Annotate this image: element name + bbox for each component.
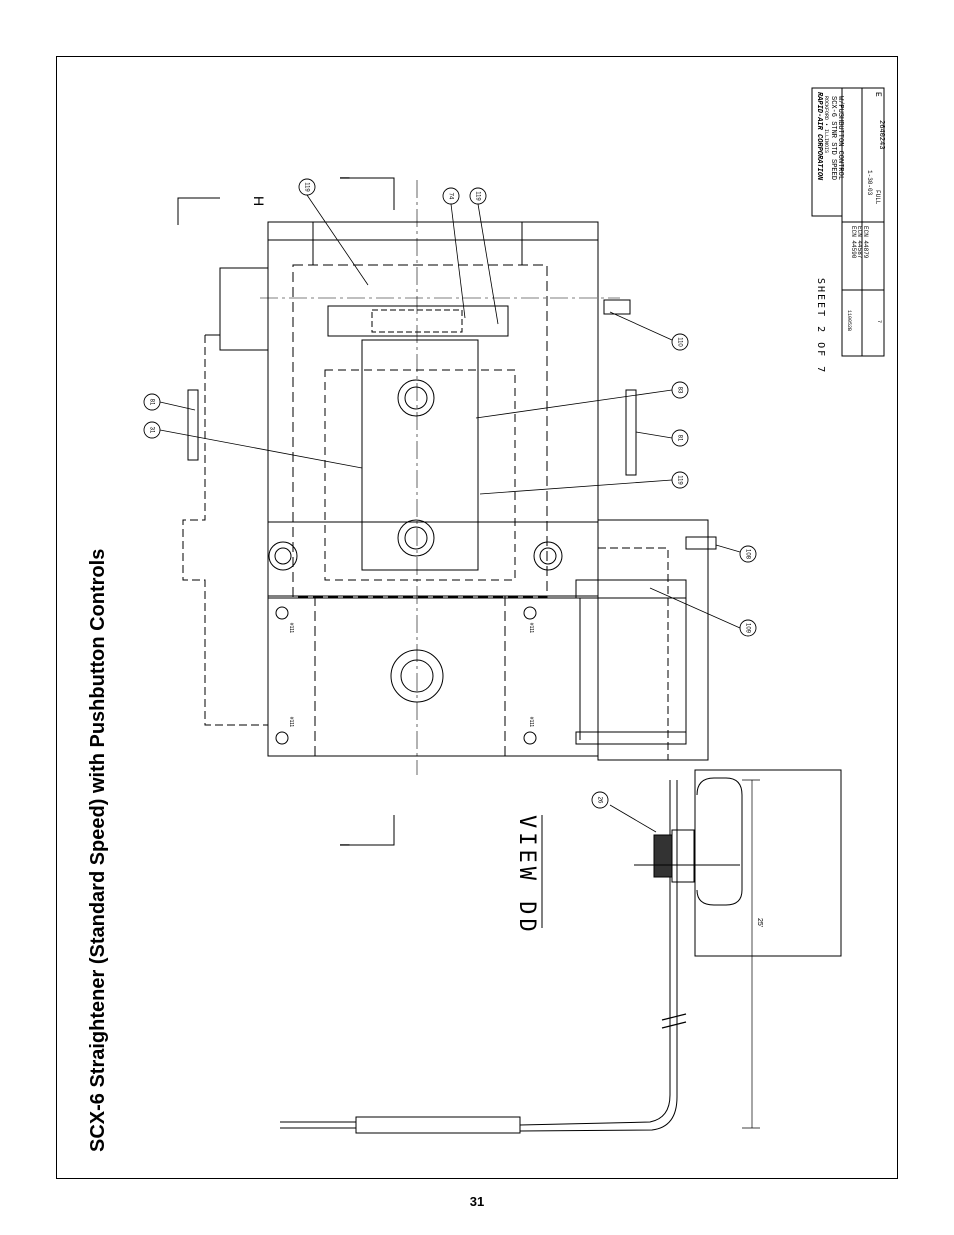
part-name-line2: W/PUSHBUTTON CONTROL <box>836 96 844 180</box>
balloon-119-top-right <box>469 187 487 205</box>
balloon-label: 83 <box>676 387 682 394</box>
balloon-31 <box>143 421 161 439</box>
leader-lines <box>159 194 741 833</box>
section-mark-h <box>177 197 220 225</box>
ecn-row: ECN 44879 <box>862 226 869 259</box>
cable-sleeve <box>355 1116 521 1134</box>
section-mark-i-bottom <box>348 815 395 846</box>
cable-inner <box>519 780 678 1132</box>
balloon-26 <box>591 791 609 809</box>
drawing-date: 1-30-03 <box>866 170 873 196</box>
company-location: ROCKFORD • ILLINOIS <box>823 96 829 153</box>
balloon-label: 31 <box>148 427 154 434</box>
slide-plate-hidden-line <box>324 369 516 581</box>
stud-upper <box>575 579 687 599</box>
ecn-row: ECN 44590 <box>850 226 857 259</box>
proximity-switch <box>653 834 673 878</box>
sheet-number: 7 <box>876 320 882 323</box>
side-bar-right <box>625 389 637 476</box>
balloon-81-left <box>143 393 161 411</box>
cable-channel-hidden <box>182 335 268 726</box>
bolt-heads <box>268 379 563 745</box>
part-number: 110052B <box>846 310 852 331</box>
title-block-name <box>811 87 843 217</box>
stud-lower <box>575 731 687 745</box>
balloon-83 <box>671 381 689 399</box>
drawing-number: 2640243 <box>877 120 885 149</box>
section-letter: H <box>251 196 267 206</box>
balloon-label: 119 <box>474 191 480 201</box>
balloon-label: 81 <box>676 435 682 442</box>
adjusting-block <box>361 339 479 571</box>
balloon-label: 109 <box>744 623 750 634</box>
section-mark-i-top <box>348 177 395 210</box>
section-letter: I <box>337 843 353 847</box>
bolt-110 <box>603 299 631 315</box>
control-box <box>597 519 709 761</box>
switch-mount <box>671 829 695 883</box>
bolt-108 <box>685 536 717 550</box>
hole-label: #111 <box>288 623 294 634</box>
hole-label: #111 <box>528 717 534 728</box>
view-label: VIEW DD <box>514 815 539 936</box>
drawing-scale: FULL <box>874 190 881 205</box>
sensor-bracket <box>694 769 842 957</box>
dimension-text: 25' <box>756 918 763 927</box>
drawing-revision: E <box>873 92 882 97</box>
section-letter: I <box>337 176 353 180</box>
balloon-label: 74 <box>447 193 453 200</box>
balloon-109 <box>739 619 757 637</box>
slot-outline <box>696 777 743 906</box>
balloon-label: 119 <box>303 182 309 192</box>
inner-housing-hidden-line <box>292 264 548 598</box>
sheet-label: SHEET 2 OF 7 <box>815 278 826 374</box>
page-border <box>56 56 898 1179</box>
top-bar <box>327 305 509 337</box>
company-name: RAPID-AIR CORPORATION <box>815 92 823 181</box>
cable-outer <box>519 780 671 1126</box>
hole-label: #111 <box>528 623 534 634</box>
balloon-label: 81 <box>148 399 154 406</box>
page-number: 31 <box>469 1194 485 1209</box>
balloon-81-right <box>671 429 689 447</box>
break-mark-2 <box>661 1021 687 1029</box>
balloon-119-right <box>671 471 689 489</box>
gearbox-left <box>219 267 269 351</box>
balloon-110 <box>671 333 689 351</box>
control-box-hidden <box>598 547 669 760</box>
balloon-108 <box>739 545 757 563</box>
balloon-label: 119 <box>676 475 682 485</box>
hole-label: #111 <box>288 717 294 728</box>
balloon-label: 108 <box>744 549 750 560</box>
balloon-74 <box>442 187 460 205</box>
break-mark-1 <box>661 1013 687 1021</box>
page-title: SCX-6 Straightener (Standard Speed) with… <box>87 549 109 1152</box>
part-name-line1: SCX-6 STNR STD SPEED <box>829 96 837 180</box>
balloon-label: 110 <box>676 337 682 347</box>
side-bar-left <box>187 389 199 461</box>
balloon-label: 26 <box>596 797 602 804</box>
balloon-119-top <box>298 178 316 196</box>
ecn-row: ECN 44587 <box>856 226 863 259</box>
